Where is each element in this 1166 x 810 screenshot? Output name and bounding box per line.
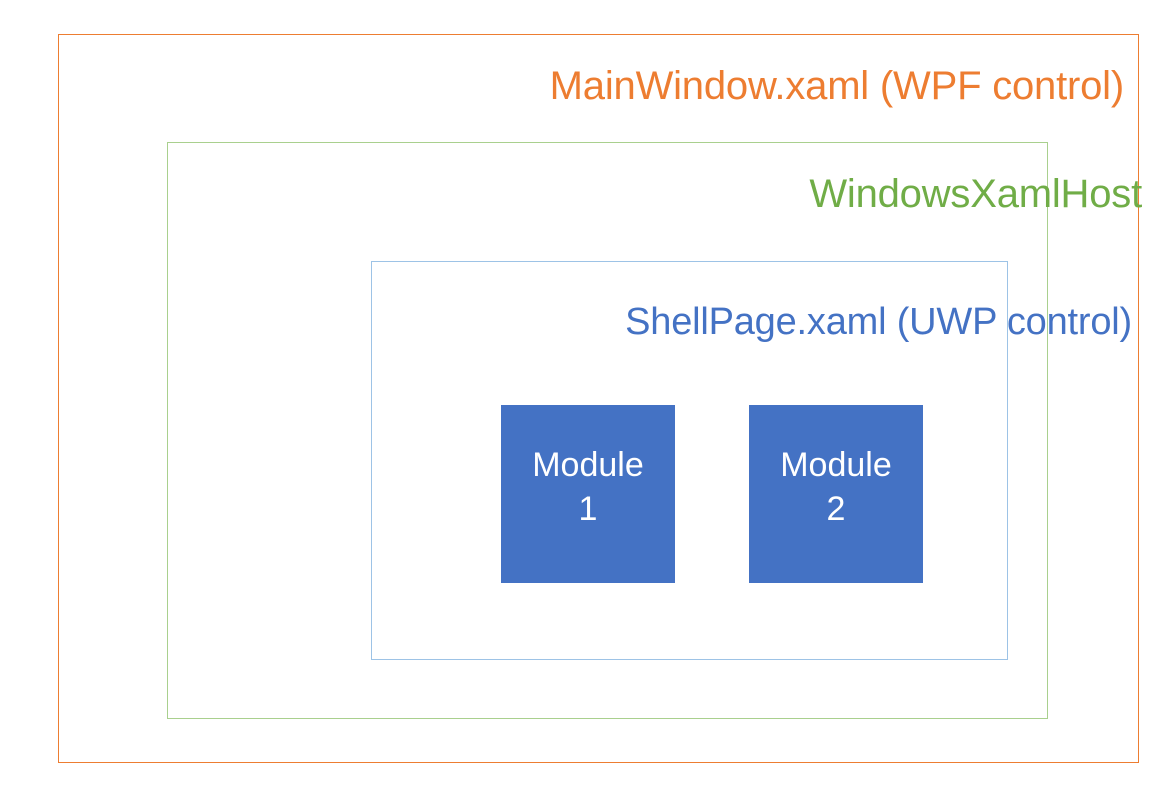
- module-block-2-line-2: 2: [826, 490, 846, 528]
- uwp-control-label: ShellPage.xaml (UWP control): [625, 301, 1132, 343]
- module-block-1: Module 1: [501, 405, 675, 583]
- module-block-2: Module 2: [749, 405, 923, 583]
- windows-xaml-host-label: WindowsXamlHost: [809, 172, 1142, 216]
- windows-xaml-host-boundary: [167, 142, 1048, 719]
- uwp-control-boundary: [371, 261, 1008, 660]
- wpf-control-label: MainWindow.xaml (WPF control): [549, 64, 1125, 108]
- module-block-1-line-1: Module: [532, 445, 644, 484]
- module-block-1-line-2: 1: [578, 490, 598, 528]
- wpf-control-boundary: [58, 34, 1139, 763]
- module-block-2-line-1: Module: [780, 445, 892, 484]
